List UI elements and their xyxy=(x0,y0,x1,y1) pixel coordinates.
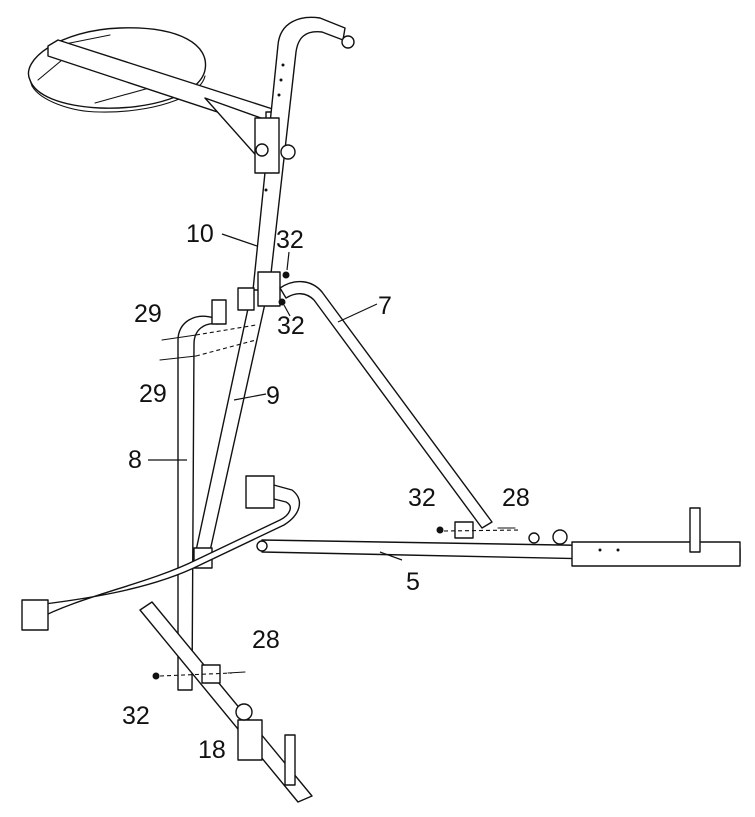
callouts: 10 32 32 7 29 29 9 8 32 28 5 28 32 18 xyxy=(122,220,530,764)
callout-part-32: 32 xyxy=(408,484,436,512)
callout-part-29: 29 xyxy=(139,380,167,408)
front-base-leg-18 xyxy=(139,601,313,803)
callout-part-7: 7 xyxy=(378,292,392,320)
callout-part-32: 32 xyxy=(276,226,304,254)
callout-part-32: 32 xyxy=(122,702,150,730)
callout-part-18: 18 xyxy=(198,736,226,764)
leader-lines xyxy=(148,233,403,561)
front-leg-8 xyxy=(177,299,227,691)
fasteners xyxy=(152,271,521,680)
upright-column xyxy=(193,16,355,569)
callout-part-5: 5 xyxy=(406,568,420,596)
callout-part-28: 28 xyxy=(252,626,280,654)
right-leg-5 xyxy=(256,507,741,567)
callout-part-9: 9 xyxy=(266,382,280,410)
callout-part-8: 8 xyxy=(128,446,142,474)
base-frame xyxy=(21,475,301,631)
callout-part-32: 32 xyxy=(277,312,305,340)
diagonal-brace-7 xyxy=(279,281,493,539)
callout-part-28: 28 xyxy=(502,484,530,512)
callout-part-29: 29 xyxy=(134,300,162,328)
callout-part-10: 10 xyxy=(186,220,214,248)
